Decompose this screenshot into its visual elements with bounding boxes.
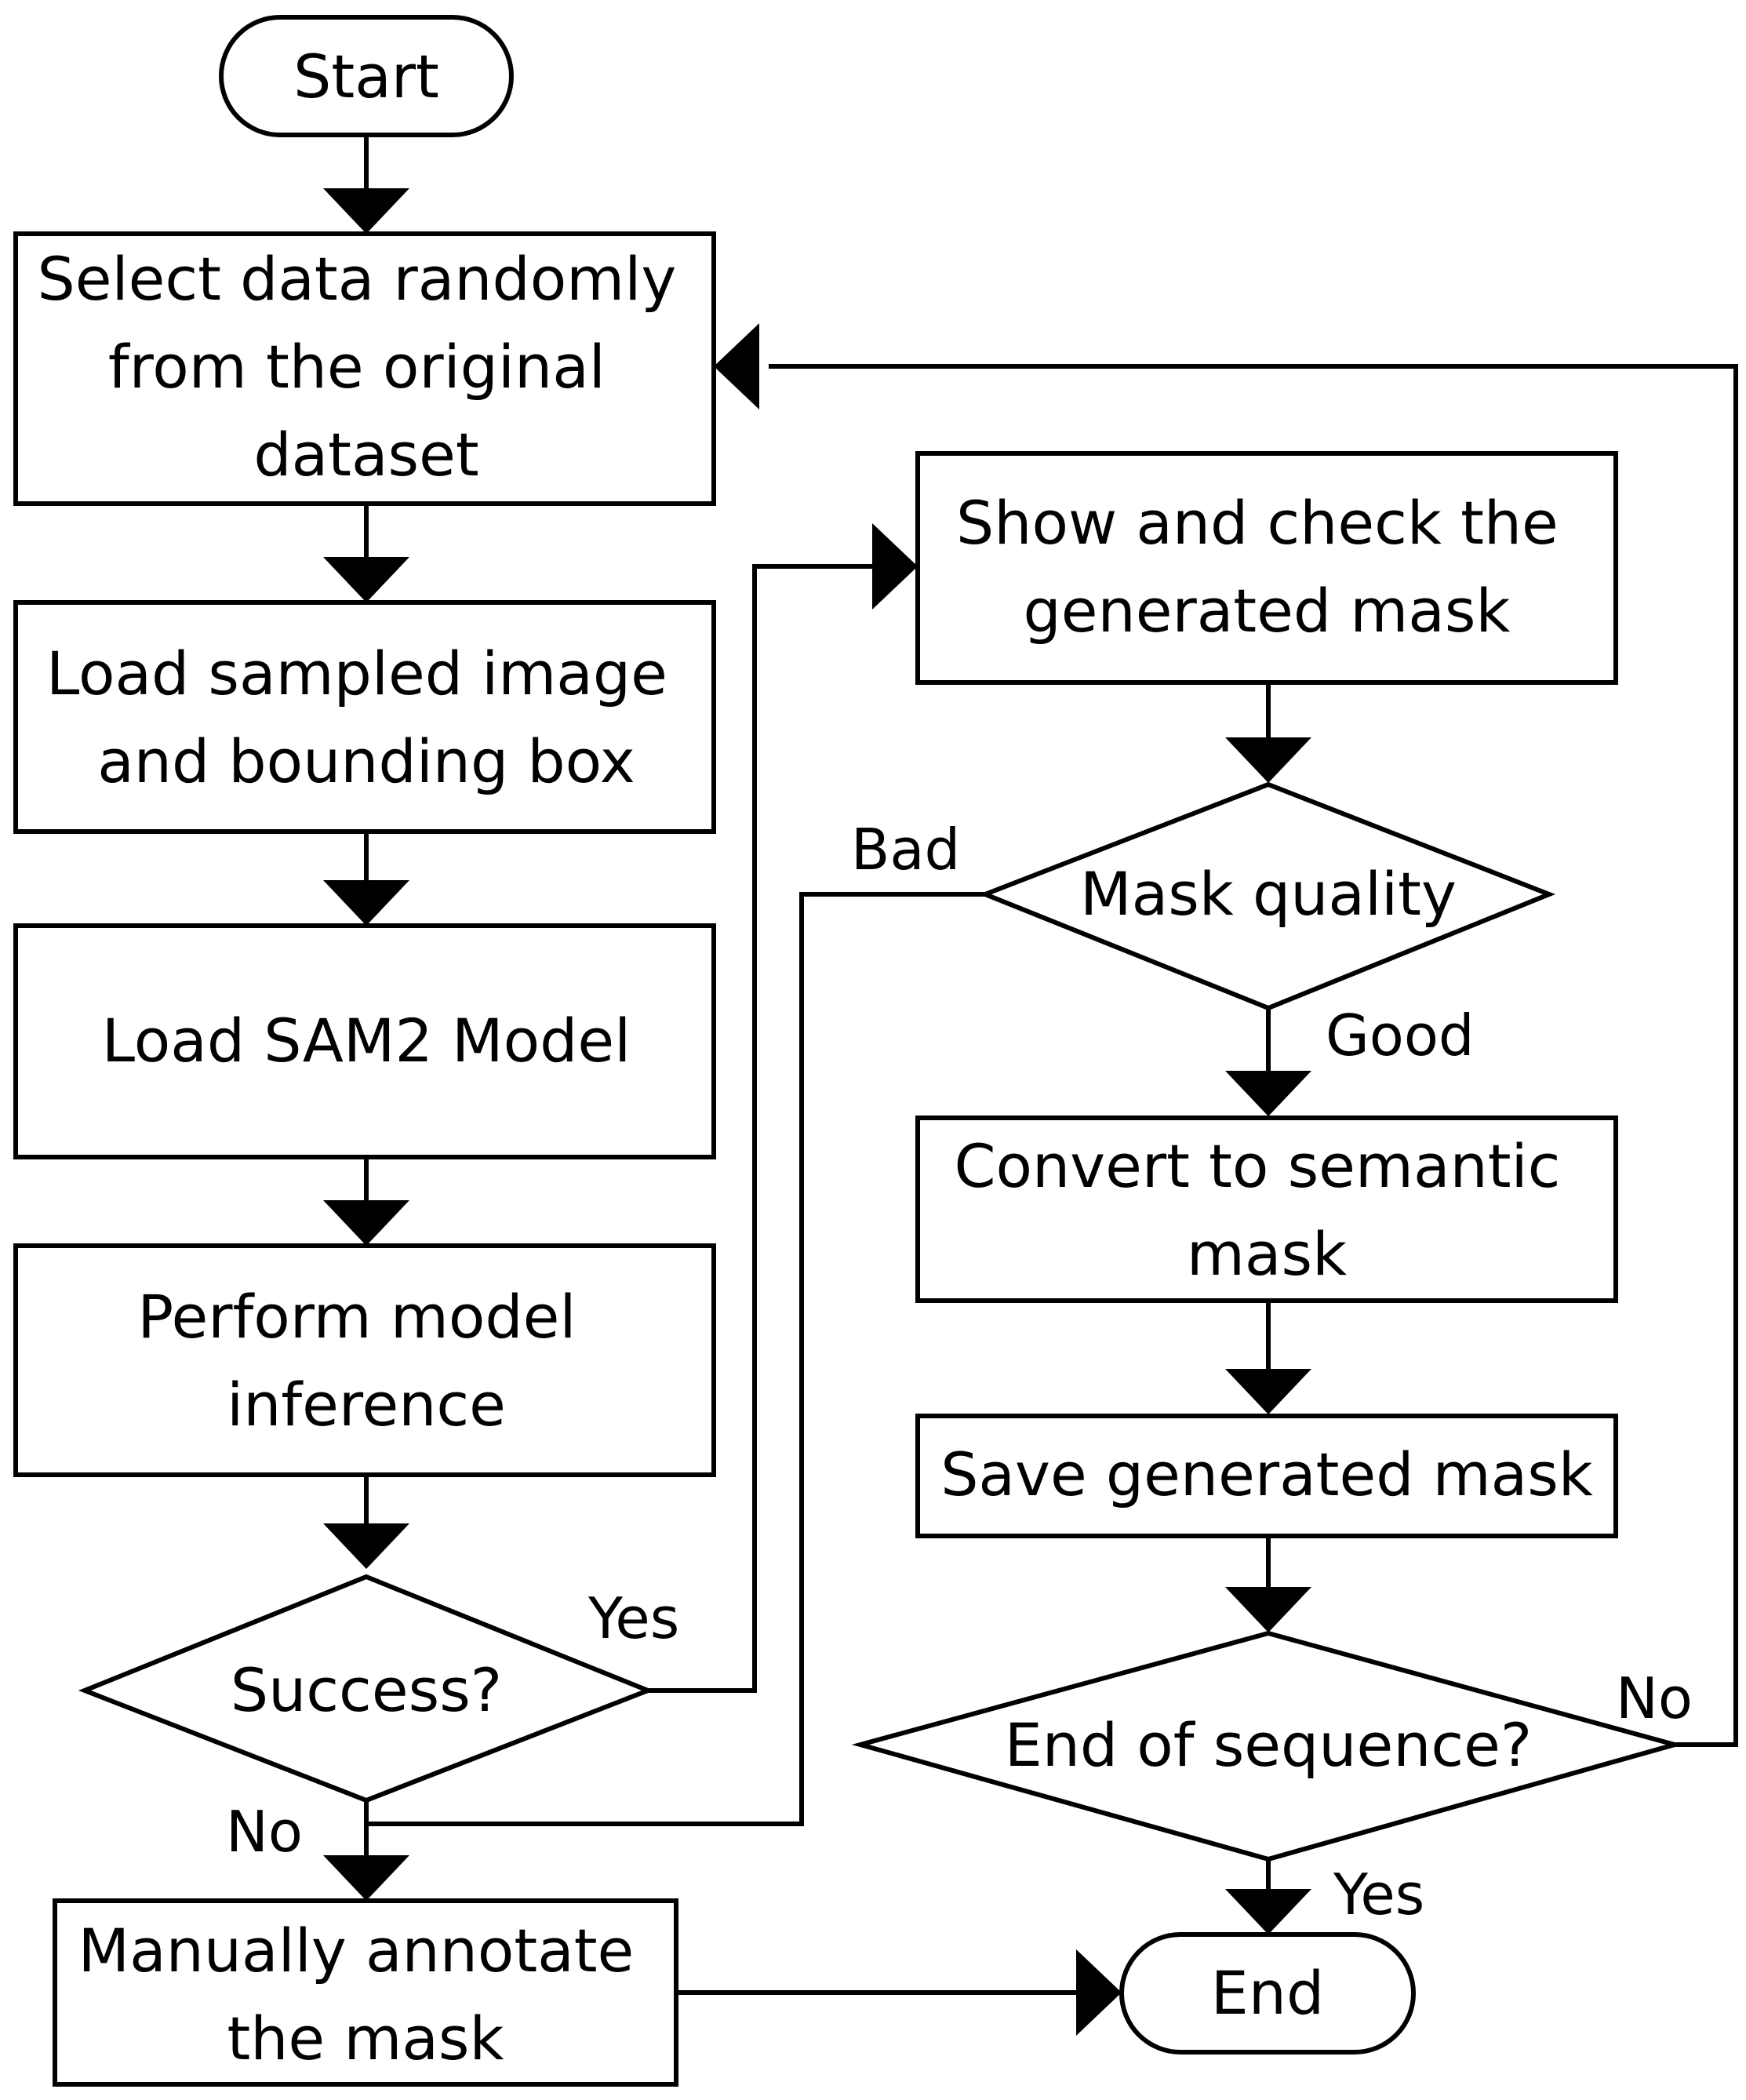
load-model-node: Load SAM2 Model <box>13 923 716 1159</box>
end-node: End <box>1119 1932 1416 2055</box>
select-data-line-1: Select data randomly <box>38 244 677 314</box>
inference-node: Perform model inference <box>13 1243 716 1477</box>
convert-line-1: Convert to semantic <box>954 1131 1560 1201</box>
show-check-box <box>915 451 1618 685</box>
svg-text:Save generated mask: Save generated mask <box>940 1439 1593 1509</box>
select-data-box <box>13 231 716 506</box>
svg-text:Perform model inferenc: Perform model inference <box>137 1282 595 1439</box>
arrowhead-to-quality <box>1225 737 1311 783</box>
edge-success-yes-show <box>648 564 877 1693</box>
inference-line-2: inference <box>227 1370 506 1439</box>
arrowhead-to-inference <box>323 1200 409 1246</box>
inference-box <box>13 1243 716 1477</box>
arrowhead-to-save <box>1225 1369 1311 1414</box>
svg-text:Manually annotate the: Manually annotate the mask <box>78 1916 653 2073</box>
arrowhead-to-show <box>872 523 918 610</box>
nodes: Start Select data randomly from the orig… <box>13 15 1684 2087</box>
convert-line-2: mask <box>1187 1219 1347 1289</box>
end-of-sequence-decision-shape <box>851 1630 1684 1862</box>
arrowhead-to-load-image <box>323 557 409 602</box>
convert-box <box>915 1116 1618 1303</box>
svg-text:End of sequence?: End of sequence? <box>1005 1710 1533 1780</box>
convert-node: Convert to semantic mask <box>915 1116 1618 1303</box>
manual-annotate-node: Manually annotate the mask <box>53 1898 678 2087</box>
arrowhead-to-select-return <box>714 323 759 409</box>
load-image-line-1: Load sampled image <box>46 639 667 708</box>
select-data-node: Select data randomly from the original d… <box>13 231 716 506</box>
svg-text:Success?: Success? <box>231 1655 502 1725</box>
show-check-node: Show and check the generated mask <box>915 451 1618 685</box>
load-model-line-1: Load SAM2 Model <box>102 1006 631 1075</box>
show-check-line-1: Show and check the <box>956 488 1559 558</box>
edge-label-success-no: No <box>226 1799 303 1865</box>
manual-annotate-box <box>53 1898 678 2087</box>
save-box <box>915 1414 1618 1538</box>
edge-labels: Yes No Bad Good No Yes <box>226 817 1693 1927</box>
end-terminal-shape <box>1119 1932 1416 2055</box>
show-check-line-2: generated mask <box>1024 576 1511 646</box>
success-decision-node: Success? <box>78 1574 655 1803</box>
arrowhead-to-manual <box>323 1855 409 1901</box>
load-image-line-2: and bounding box <box>97 726 635 796</box>
save-line-1: Save generated mask <box>940 1439 1593 1509</box>
end-of-sequence-label: End of sequence? <box>1005 1710 1533 1780</box>
svg-text:End: End <box>1211 1958 1324 2028</box>
quality-label: Mask quality <box>1080 859 1457 929</box>
load-model-box <box>13 923 716 1159</box>
inference-line-1: Perform model <box>137 1282 576 1352</box>
svg-text:Select data randomly f: Select data randomly from the original d… <box>38 244 696 490</box>
svg-text:Start: Start <box>293 42 439 111</box>
svg-text:Mask quality: Mask quality <box>1080 859 1457 929</box>
arrowhead-to-success <box>323 1523 409 1569</box>
select-data-line-3: dataset <box>253 420 478 490</box>
end-label: End <box>1211 1958 1324 2028</box>
arrowhead-to-convert <box>1225 1071 1311 1116</box>
edge-eos-no-select <box>769 364 1738 1747</box>
edge-label-quality-good: Good <box>1326 1003 1475 1068</box>
arrowhead-to-eos <box>1225 1587 1311 1632</box>
load-image-node: Load sampled image and bounding box <box>13 600 716 834</box>
manual-line-1: Manually annotate <box>78 1916 635 1985</box>
arrowhead-to-end-from-manual <box>1076 1949 1122 2036</box>
arrowhead-to-end-from-eos <box>1225 1889 1311 1934</box>
load-image-box <box>13 600 716 834</box>
edge-label-success-yes: Yes <box>587 1585 679 1651</box>
edge-label-eos-yes: Yes <box>1333 1862 1424 1927</box>
svg-text:Load sampled image and: Load sampled image and bounding box <box>46 639 686 796</box>
start-terminal-shape <box>219 15 514 137</box>
svg-text:Load SAM2 Model: Load SAM2 Model <box>102 1006 631 1075</box>
arrowhead-to-select <box>323 188 409 234</box>
svg-text:Show and check the gen: Show and check the generated mask <box>956 488 1577 646</box>
start-label: Start <box>293 42 439 111</box>
start-node: Start <box>219 15 514 137</box>
success-label: Success? <box>231 1655 502 1725</box>
manual-line-2: the mask <box>227 2004 504 2073</box>
save-node: Save generated mask <box>915 1414 1618 1538</box>
select-data-line-2: from the original <box>108 332 606 402</box>
quality-decision-node: Mask quality <box>978 781 1556 1011</box>
success-decision-shape <box>78 1574 655 1803</box>
arrowhead-to-load-model <box>323 880 409 926</box>
edge-quality-bad-join <box>366 892 985 1826</box>
quality-decision-shape <box>978 781 1556 1011</box>
edge-label-quality-bad: Bad <box>851 817 960 883</box>
arrowheads <box>323 188 1311 2036</box>
edge-label-eos-no: No <box>1616 1665 1693 1731</box>
svg-text:Convert to semantic ma: Convert to semantic mask <box>954 1131 1579 1289</box>
end-of-sequence-decision-node: End of sequence? <box>851 1630 1684 1862</box>
